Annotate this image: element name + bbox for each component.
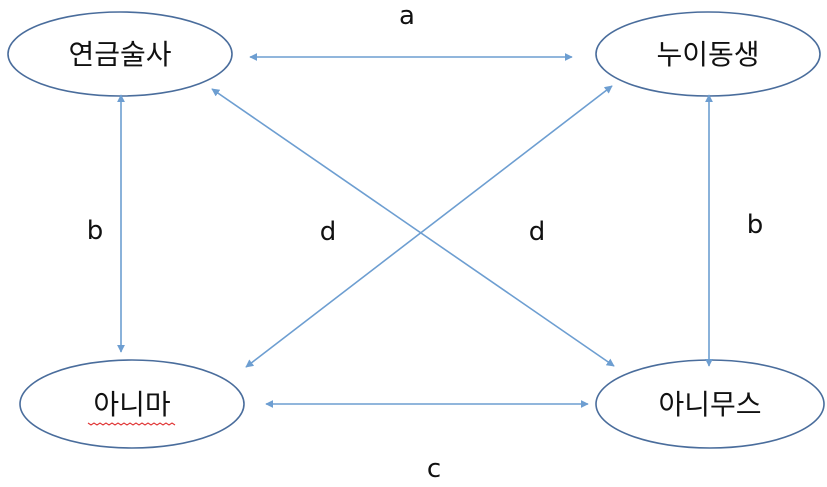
- node-bottom-right: 아니무스: [595, 359, 825, 449]
- node-top-left: 연금술사: [7, 11, 233, 97]
- spellcheck-underline: [87, 422, 176, 426]
- node-bottom-left: 아니마: [19, 359, 245, 449]
- edge-label-left: b: [87, 216, 104, 246]
- edge-label-diag-left: d: [320, 217, 337, 247]
- node-top-right-label: 누이동생: [656, 38, 759, 71]
- node-top-right: 누이동생: [595, 11, 821, 97]
- edge-label-right: b: [747, 210, 764, 240]
- edge-label-diag-right: d: [529, 217, 546, 247]
- arrow-diag-top-right-to-bottom-left: [245, 85, 613, 368]
- node-bottom-right-label: 아니무스: [658, 388, 761, 421]
- node-bottom-left-ellipse: [19, 359, 245, 449]
- node-top-left-label: 연금술사: [68, 38, 171, 71]
- edge-label-top: a: [399, 1, 415, 31]
- edge-label-bottom: c: [427, 454, 441, 484]
- node-bottom-left-label: 아니마: [93, 388, 170, 421]
